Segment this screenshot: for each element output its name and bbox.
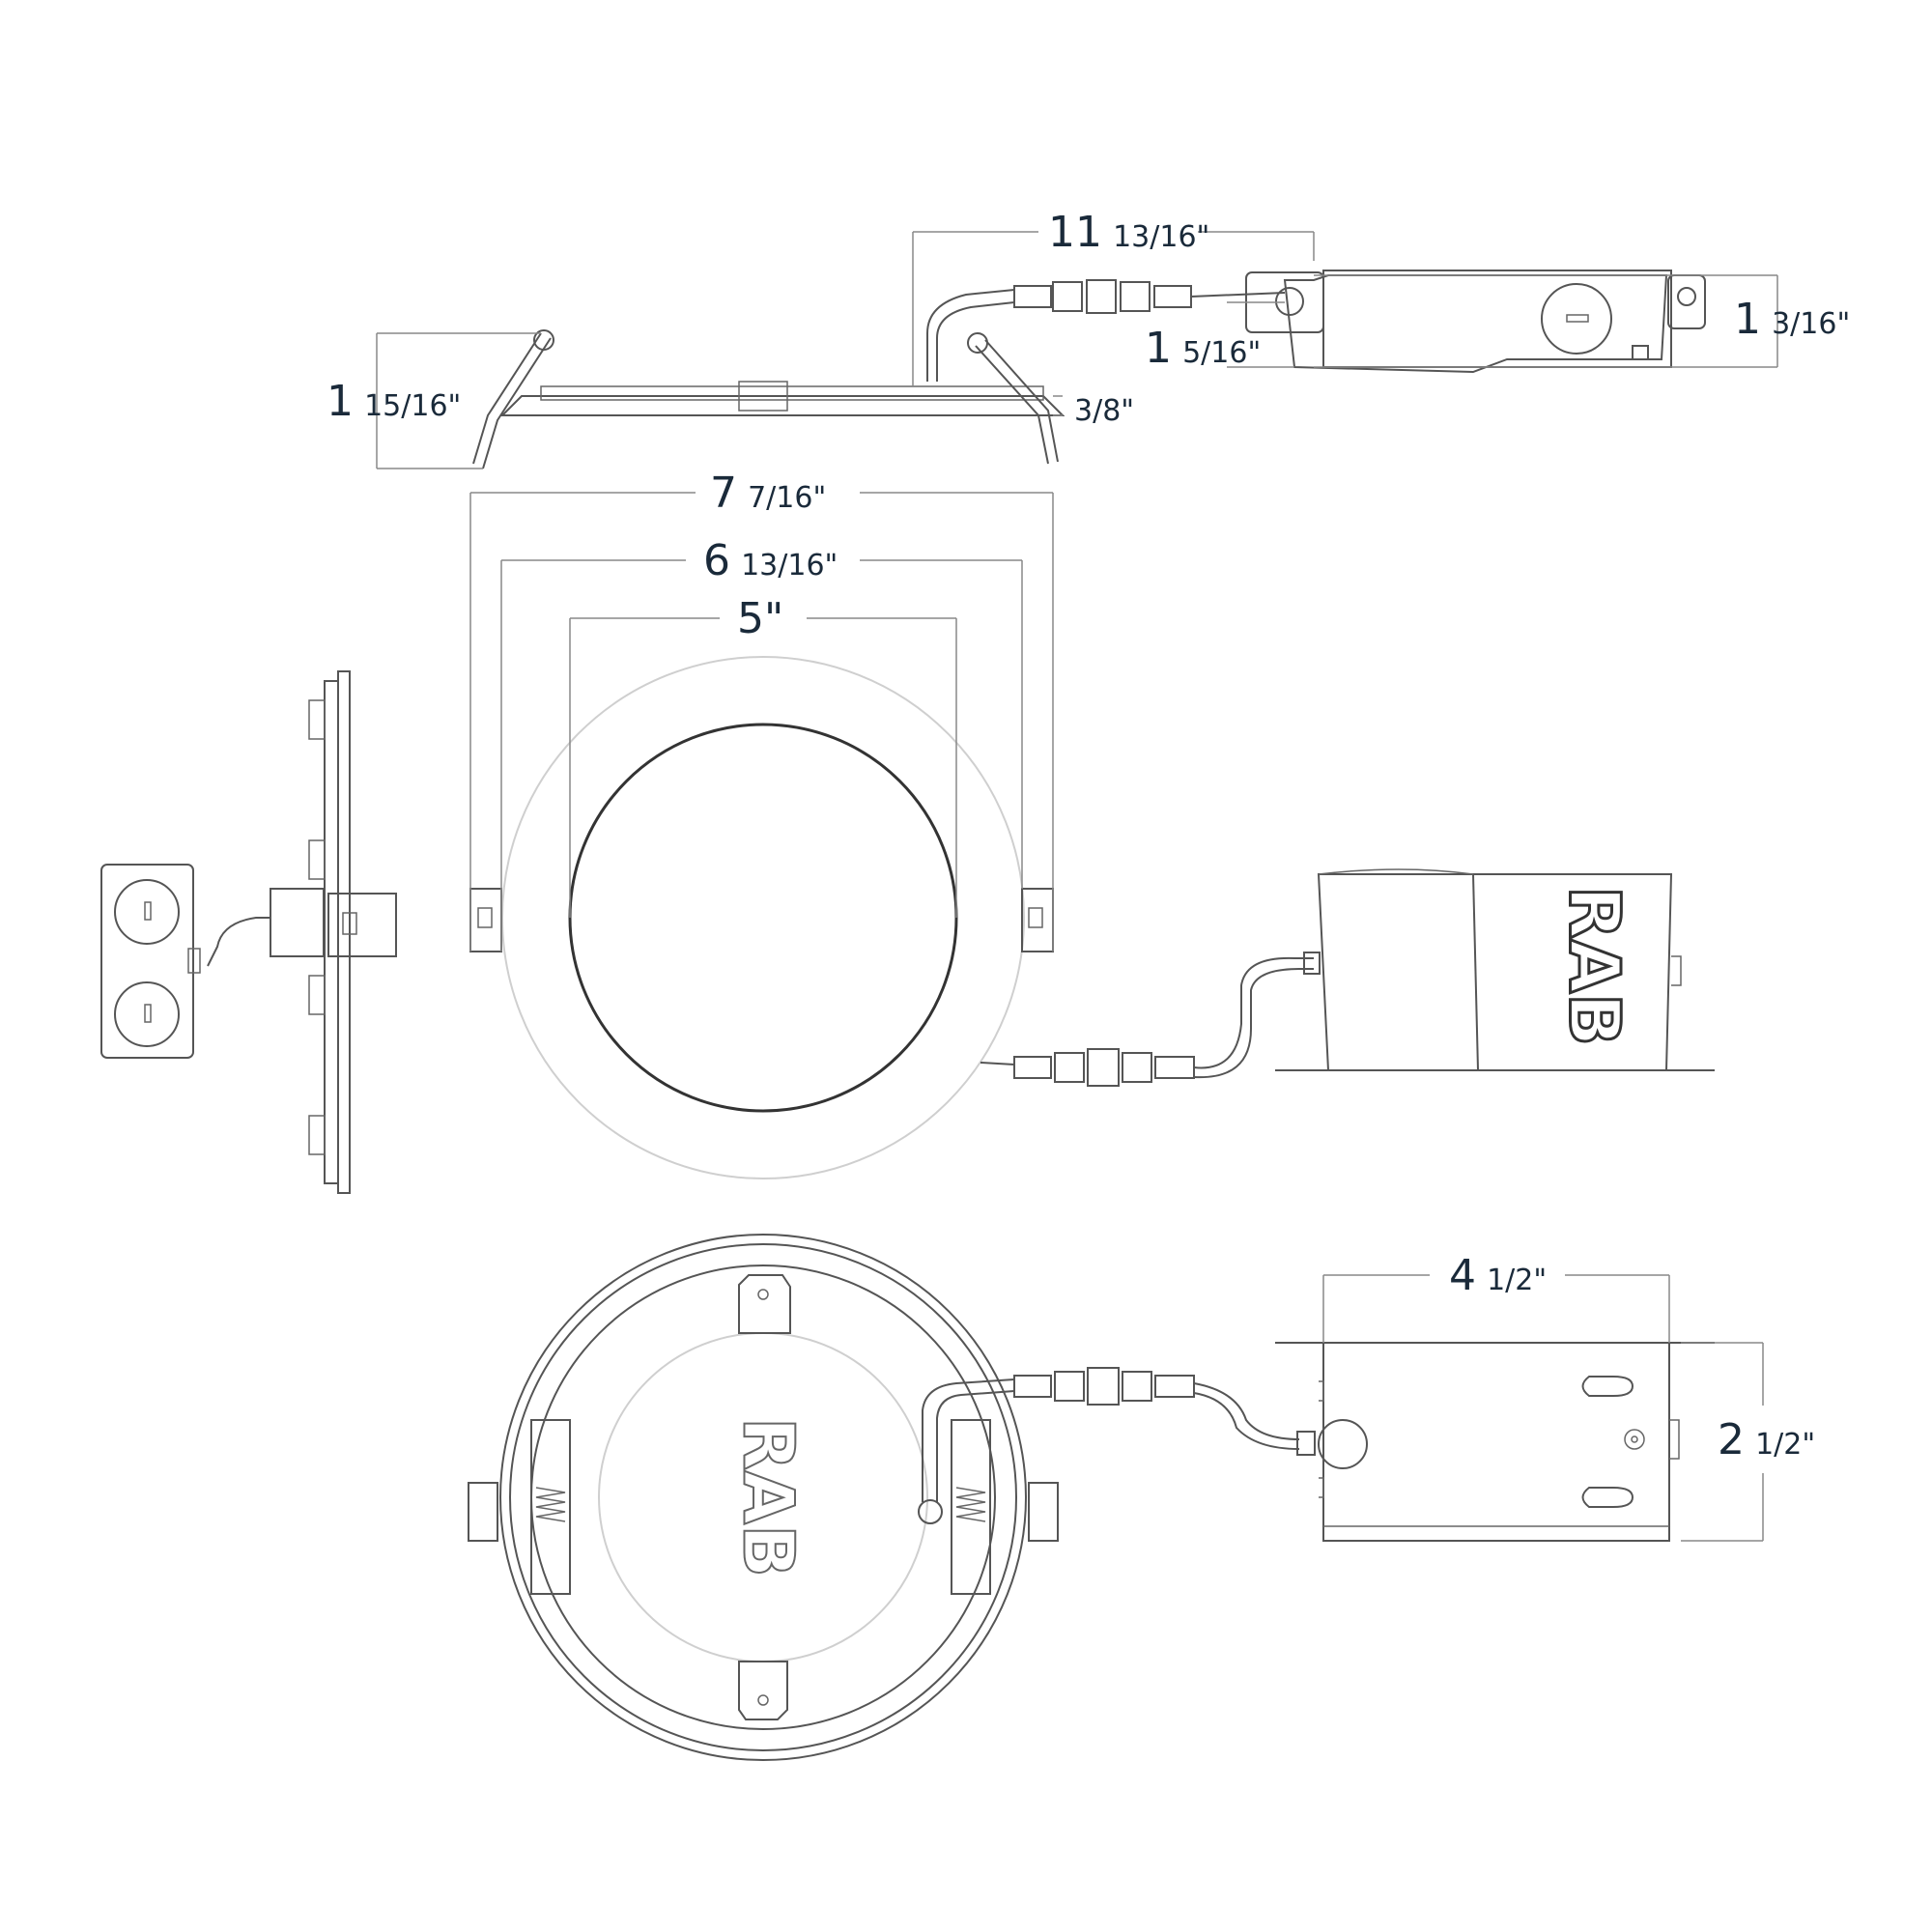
dim-outer-diameter-whole: 7 bbox=[710, 469, 737, 518]
dim-box-width: 2 1/2" bbox=[1718, 1415, 1815, 1464]
dim-cutout-diameter-whole: 6 bbox=[703, 536, 730, 585]
dimension-lines-middle bbox=[469, 492, 1054, 952]
dim-flange-thickness: 3/8" bbox=[1074, 394, 1134, 428]
dim-lead-length-whole: 11 bbox=[1048, 208, 1102, 257]
dim-outer-diameter: 7 7/16" bbox=[710, 469, 826, 518]
dimension-lines-top bbox=[376, 231, 1778, 469]
brand-logo-bottom: RAB bbox=[726, 1416, 810, 1578]
dim-driver-height-whole: 1 bbox=[1734, 295, 1761, 344]
dim-lead-length: 11 13/16" bbox=[1048, 208, 1209, 257]
dim-lead-offset: 1 5/16" bbox=[1145, 324, 1261, 373]
dim-driver-height: 1 3/16" bbox=[1734, 295, 1850, 344]
dim-box-length-frac: 1/2" bbox=[1487, 1264, 1547, 1297]
side-view-top bbox=[472, 270, 1706, 469]
brand-logo-text-2: RAB bbox=[727, 1417, 809, 1577]
dim-fixture-height-frac: 15/16" bbox=[364, 389, 461, 423]
dim-cutout-diameter-frac: 13/16" bbox=[741, 549, 838, 582]
dim-fixture-height: 1 15/16" bbox=[327, 377, 461, 426]
brand-logo-middle: RAB bbox=[1552, 884, 1636, 1047]
brand-logo-text: RAB bbox=[1553, 886, 1634, 1046]
side-view-left bbox=[100, 670, 397, 1194]
dim-outer-diameter-frac: 7/16" bbox=[748, 481, 826, 515]
dim-box-length: 4 1/2" bbox=[1449, 1251, 1547, 1300]
bottom-view bbox=[468, 1234, 1715, 1761]
dim-driver-height-frac: 3/16" bbox=[1772, 307, 1850, 341]
dim-lead-length-frac: 13/16" bbox=[1113, 220, 1209, 254]
dim-lead-offset-whole: 1 bbox=[1145, 324, 1172, 373]
dim-flange-thickness-frac: 3/8" bbox=[1074, 394, 1134, 428]
dim-box-length-whole: 4 bbox=[1449, 1251, 1476, 1300]
dim-cutout-diameter: 6 13/16" bbox=[703, 536, 838, 585]
dim-fixture-height-whole: 1 bbox=[327, 377, 354, 426]
dim-box-width-frac: 1/2" bbox=[1755, 1428, 1815, 1462]
dim-lens-diameter: 5" bbox=[737, 594, 783, 643]
front-view-middle bbox=[469, 656, 1715, 1179]
dimension-lines-bottom bbox=[1322, 1274, 1764, 1542]
dim-lead-offset-frac: 5/16" bbox=[1182, 336, 1261, 370]
dim-box-width-whole: 2 bbox=[1718, 1415, 1745, 1464]
